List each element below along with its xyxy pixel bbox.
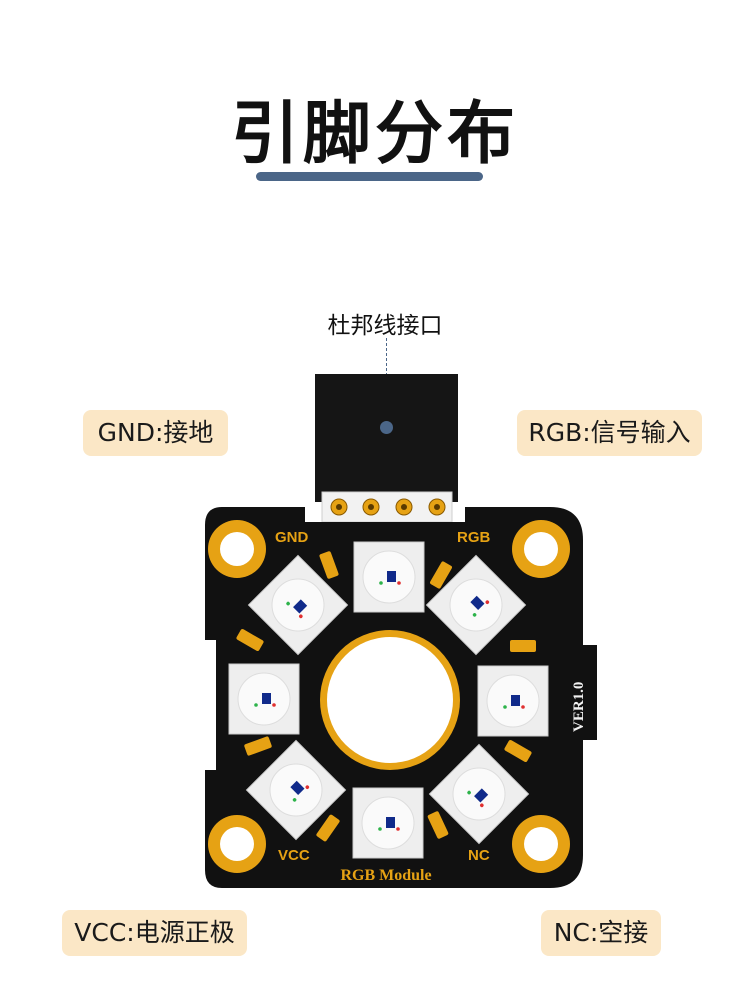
led-bottom-left [245,739,347,841]
silk-module-name: RGB Module [340,867,431,884]
connector-pins [330,498,446,516]
page-title: 引脚分布 [230,95,519,174]
mounting-holes [208,520,570,873]
led-bottom-right [428,743,530,845]
silk-nc: NC [468,847,490,864]
led-right [477,665,549,737]
connector-lead-dot [380,421,393,434]
silk-vcc: VCC [278,847,310,864]
pin-label-vcc: VCC:电源正极 [62,910,247,956]
pin-label-gnd: GND:接地 [83,410,228,456]
led-top-left [247,554,349,656]
led-top-right [425,554,527,656]
led-bottom [352,787,424,859]
center-hole [327,637,453,763]
connector-label: 杜邦线接口 [327,313,443,339]
silk-gnd: GND [275,529,309,546]
silk-version: VER1.0 [571,682,587,732]
silk-rgb: RGB [457,529,491,546]
pin-label-nc: NC:空接 [541,910,661,956]
led-top [353,541,425,613]
dupont-connector-housing [315,374,458,502]
pin-label-rgb: RGB:信号输入 [517,410,702,456]
smd-capacitors [236,551,536,842]
title-underline [256,172,483,181]
led-left [228,663,300,735]
